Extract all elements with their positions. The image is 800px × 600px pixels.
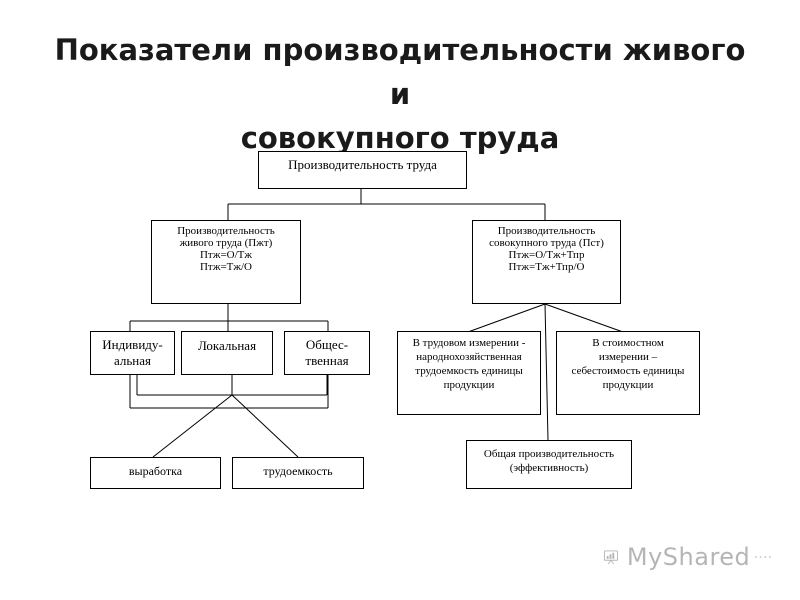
live-line-3: Птж=О/Тж [199, 249, 252, 261]
total-line-4: Птж=Тж+Тпр/О [508, 261, 585, 273]
site-logo: MyShared [603, 537, 773, 577]
total-line-1: Производительность [497, 225, 596, 237]
logo-text: MyShared [626, 543, 751, 571]
connector-to-labor-dimension [467, 303, 546, 333]
total-line-2: совокупного труда (Пст) [489, 237, 604, 249]
connector-to-intensity [231, 394, 299, 458]
labor-intensity-box: трудоемкость [232, 457, 364, 489]
logo-dots-decoration [755, 556, 772, 558]
cost-dimension-line-2: измерении – [598, 351, 658, 363]
live-line-4: Птж=Тж/О [199, 261, 252, 273]
overall-line-2: (эффективность) [509, 462, 589, 474]
root-box: Производительность труда [258, 151, 467, 189]
cost-dimension-line-3: себестоимость единицы [571, 365, 685, 377]
individual-line-2: альная [113, 353, 151, 368]
labor-intensity-label: трудоемкость [263, 464, 333, 478]
social-line-2: твенная [305, 353, 349, 368]
root-label: Производительность труда [288, 157, 437, 172]
labor-dimension-box: В трудовом измерении - народнохозяйствен… [397, 331, 541, 415]
live-line-1: Производительность [177, 225, 275, 237]
social-box: Общес- твенная [284, 331, 370, 375]
cost-dimension-line-4: продукции [602, 379, 654, 391]
connector-to-overall [544, 303, 549, 441]
connector-to-cost-dimension [544, 303, 624, 333]
total-line-3: Птж=О/Тж+Тпр [508, 249, 585, 261]
labor-dimension-line-1: В трудовом измерении - [412, 337, 526, 349]
page-title: Показатели производительности живого и с… [40, 28, 760, 160]
presentation-board-icon [603, 550, 618, 565]
individual-line-1: Индивиду- [102, 337, 163, 352]
title-line-1: Показатели производительности живого и [54, 33, 746, 111]
connector-to-output [152, 394, 233, 458]
cost-dimension-line-1: В стоимостном [592, 337, 664, 349]
labor-dimension-line-4: продукции [443, 379, 495, 391]
overall-line-1: Общая производительность [483, 448, 615, 460]
individual-box: Индивиду- альная [90, 331, 175, 375]
social-line-1: Общес- [305, 337, 349, 352]
output-label: выработка [128, 464, 183, 478]
title-line-2: совокупного труда [240, 121, 560, 155]
labor-dimension-line-2: народнохозяйственная [416, 351, 522, 363]
local-box: Локальная [181, 331, 273, 375]
total-labor-box: Производительность совокупного труда (Пс… [472, 220, 621, 304]
cost-dimension-box: В стоимостном измерении – себестоимость … [556, 331, 700, 415]
live-line-2: живого труда (Пжт) [179, 237, 273, 249]
local-label: Локальная [197, 338, 257, 353]
overall-productivity-box: Общая производительность (эффективность) [466, 440, 632, 489]
output-box: выработка [90, 457, 221, 489]
labor-dimension-line-3: трудоемкость единицы [415, 365, 523, 377]
live-labor-box: Производительность живого труда (Пжт) Пт… [151, 220, 301, 304]
